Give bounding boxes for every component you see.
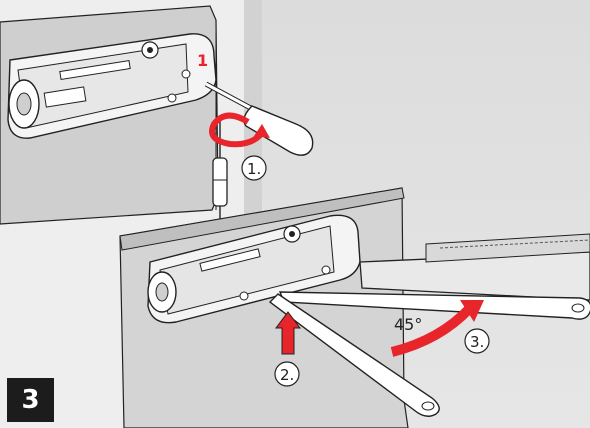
step2-circle [274,361,300,387]
lower-door-closer [147,214,361,324]
rotate-arrow [209,112,267,148]
closer-arm-lower [268,293,440,417]
step2-label: 2. [280,366,294,384]
screwdriver [204,81,314,156]
swing-arrow [390,300,484,357]
step1-label: 1. [247,160,261,178]
up-arrow [275,311,301,355]
step-number-badge: 3 [7,378,54,422]
step3-circle [464,328,490,354]
hanging-pin [212,157,228,207]
rotate-arrowhead [254,124,270,138]
upper-door-closer [7,33,217,139]
step1-circle [241,155,267,181]
angle-label: 45° [394,315,422,334]
slide-rail [359,233,590,301]
step3-label: 3. [470,333,484,351]
screw-marker-label: 1 [197,51,208,70]
